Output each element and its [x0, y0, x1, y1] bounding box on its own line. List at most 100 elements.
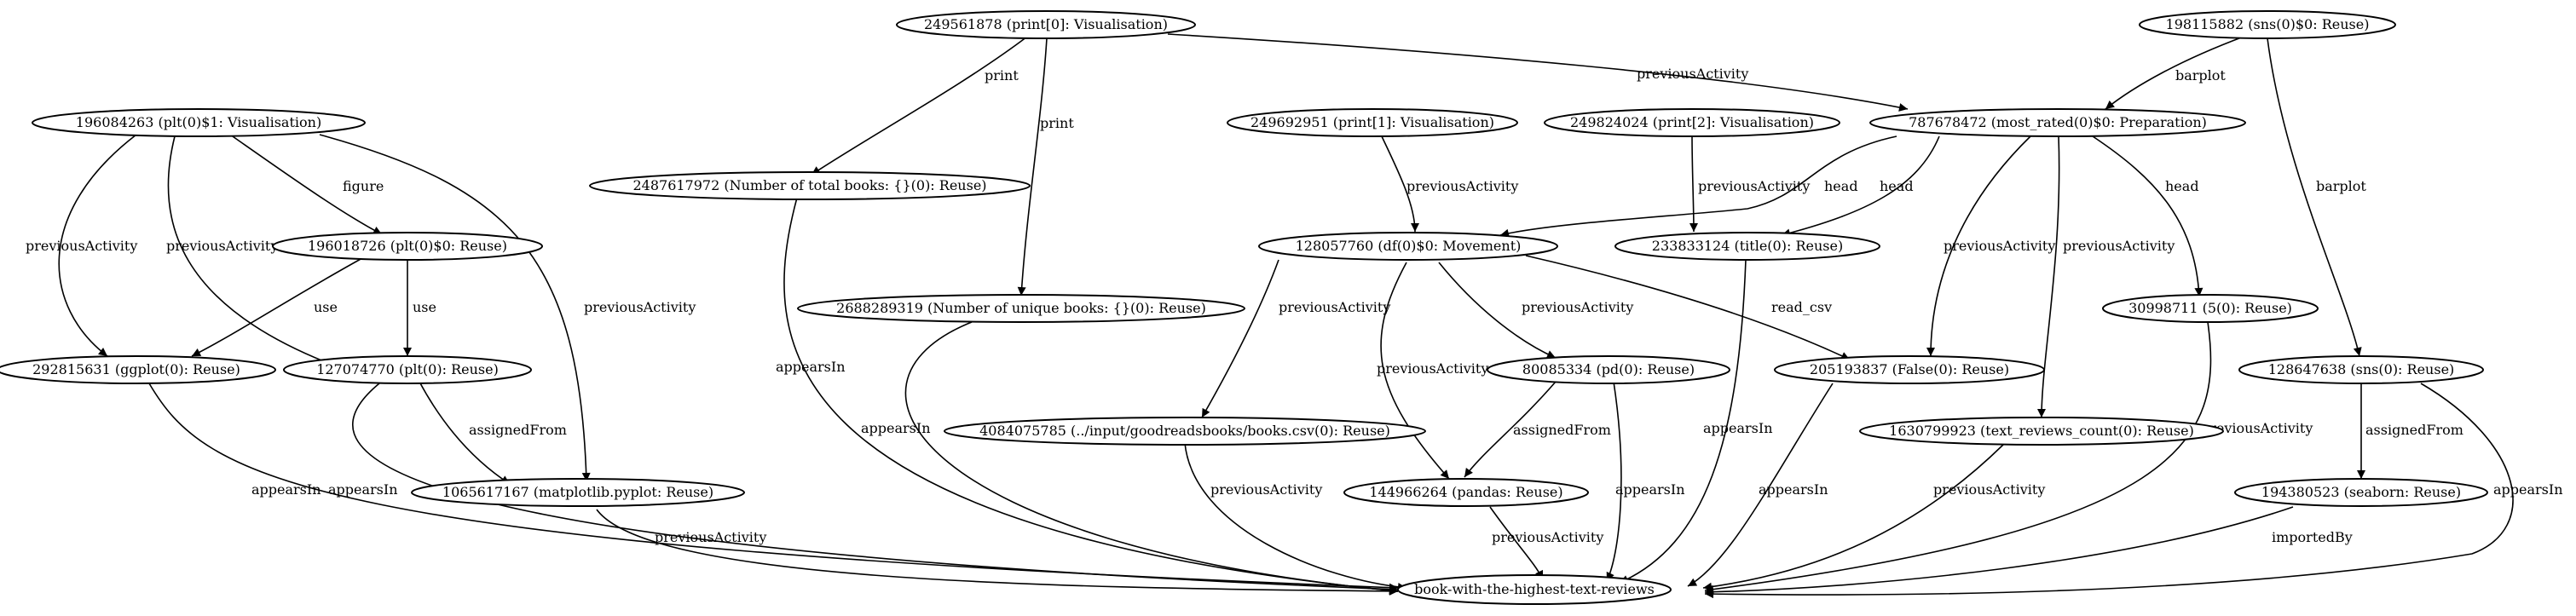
edge-appearsin-n10-n23: appearsIn	[1619, 259, 1773, 584]
node-n1[interactable]: 249561878 (print[0]: Visualisation)	[896, 10, 1196, 39]
edge-label: previousActivity	[1406, 178, 1518, 194]
edge-assignedfrom-n17-n22: assignedFrom	[2357, 382, 2463, 479]
edge-previousactivity-n21-n23: previousActivity	[1489, 506, 1603, 580]
node-n20[interactable]: 1065617167 (matplotlib.pyplot: Reuse)	[411, 478, 745, 507]
edge-previousactivity-n9-n18: previousActivity	[1201, 259, 1390, 418]
node-n8[interactable]: 196018726 (plt(0)$0: Reuse)	[272, 232, 543, 261]
node-n15[interactable]: 80085334 (pd(0): Reuse)	[1487, 355, 1730, 384]
edge-label: previousActivity	[1698, 178, 1810, 194]
svg-text:2487617972 (Number of total bo: 2487617972 (Number of total books: {}(0)…	[632, 177, 986, 193]
edge-figure-n3-n8: figure	[229, 134, 384, 235]
svg-text:198115882 (sns(0)$0: Reuse): 198115882 (sns(0)$0: Reuse)	[2166, 16, 2370, 32]
edge-assignedfrom-n15-n21: assignedFrom	[1464, 381, 1611, 478]
edge-label: previousActivity	[1492, 529, 1603, 545]
node-n22[interactable]: 194380523 (seaborn: Reuse)	[2234, 478, 2488, 507]
node-n23[interactable]: book-with-the-highest-text-reviews	[1397, 574, 1672, 605]
svg-text:80085334 (pd(0): Reuse): 80085334 (pd(0): Reuse)	[1522, 361, 1695, 377]
edge-barplot-n2-n17: barplot	[2267, 37, 2366, 357]
svg-text:787678472 (most_rated(0)$0: Pr: 787678472 (most_rated(0)$0: Preparation)	[1909, 114, 2207, 130]
node-n21[interactable]: 144966264 (pandas: Reuse)	[1343, 478, 1589, 507]
edge-barplot-n2-n7: barplot	[2105, 36, 2244, 110]
svg-text:233833124 (title(0): Reuse): 233833124 (title(0): Reuse)	[1652, 238, 1843, 254]
edge-label: appearsIn	[2493, 481, 2563, 498]
edge-print-n1-n11: print	[1017, 37, 1074, 296]
svg-text:128057760 (df(0)$0: Movement): 128057760 (df(0)$0: Movement)	[1296, 238, 1522, 254]
edge-use-n8-n14: use	[403, 260, 436, 356]
edge-previousactivity-n20-n23: previousActivity	[596, 509, 1399, 596]
node-n16[interactable]: 205193837 (False(0): Reuse)	[1774, 355, 2045, 384]
node-n14[interactable]: 127074770 (plt(0): Reuse)	[283, 355, 532, 384]
svg-text:128647638 (sns(0): Reuse): 128647638 (sns(0): Reuse)	[2268, 361, 2455, 377]
edge-previousactivity-n1-n7: previousActivity	[1167, 33, 1909, 112]
edge-label: appearsIn	[776, 359, 846, 375]
edge-label: appearsIn	[1759, 481, 1828, 498]
edge-label: appearsIn	[1703, 420, 1773, 436]
edge-label: previousActivity	[1279, 299, 1390, 315]
svg-text:30998711 (5(0): Reuse): 30998711 (5(0): Reuse)	[2128, 300, 2292, 316]
edge-label: previousActivity	[1933, 481, 2045, 498]
edge-previousactivity-n6-n10: previousActivity	[1689, 134, 1810, 233]
edge-label: assignedFrom	[469, 422, 567, 438]
svg-text:144966264 (pandas: Reuse): 144966264 (pandas: Reuse)	[1369, 484, 1562, 500]
node-n12[interactable]: 30998711 (5(0): Reuse)	[2102, 294, 2319, 323]
node-n6[interactable]: 249824024 (print[2]: Visualisation)	[1544, 108, 1840, 137]
node-n13[interactable]: 292815631 (ggplot(0): Reuse)	[0, 355, 276, 384]
svg-text:194380523 (seaborn: Reuse): 194380523 (seaborn: Reuse)	[2261, 484, 2461, 500]
svg-text:1630799923 (text_reviews_count: 1630799923 (text_reviews_count(0): Reuse…	[1889, 423, 2194, 439]
edge-label: previousActivity	[1522, 299, 1633, 315]
edge-previousactivity-n7-n19: previousActivity	[2037, 135, 2175, 418]
edge-importedby-n22-n23: importedBy	[1704, 506, 2353, 596]
svg-text:4084075785 (../input/goodreads: 4084075785 (../input/goodreadsbooks/book…	[979, 423, 1390, 439]
svg-text:1065617167 (matplotlib.pyplot:: 1065617167 (matplotlib.pyplot: Reuse)	[442, 484, 713, 500]
edge-label: previousActivity	[2063, 238, 2175, 254]
edge-label: previousActivity	[1944, 238, 2055, 254]
edge-head-n7-n12: head	[2092, 135, 2203, 297]
edge-previousactivity-n3-n14: previousActivity	[166, 135, 338, 368]
node-n17[interactable]: 128647638 (sns(0): Reuse)	[2238, 355, 2484, 384]
edge-readcsv-n9-n16: read_csv	[1525, 255, 1851, 360]
edge-previousactivity-n9-n15: previousActivity	[1438, 262, 1633, 359]
node-n4[interactable]: 2487617972 (Number of total books: {}(0)…	[589, 171, 1031, 200]
edge-label: previousActivity	[1210, 481, 1322, 498]
edge-label: previousActivity	[1637, 66, 1748, 82]
edge-label: read_csv	[1771, 299, 1832, 315]
edge-label: use	[314, 299, 338, 315]
edge-previousactivity-n19-n23: previousActivity	[1702, 444, 2045, 591]
node-n19[interactable]: 1630799923 (text_reviews_count(0): Reuse…	[1859, 417, 2224, 446]
svg-text:249824024 (print[2]: Visualisa: 249824024 (print[2]: Visualisation)	[1570, 114, 1814, 130]
svg-text:book-with-the-highest-text-rev: book-with-the-highest-text-reviews	[1414, 581, 1655, 597]
edge-appearsin-n17-n23: appearsIn	[1704, 383, 2563, 599]
edge-label: barplot	[2316, 178, 2366, 194]
edge-label: appearsIn	[328, 481, 398, 498]
svg-text:127074770 (plt(0): Reuse): 127074770 (plt(0): Reuse)	[316, 361, 499, 377]
edge-label: head	[1824, 178, 1858, 194]
edge-previousactivity-n9-n21: previousActivity	[1377, 262, 1488, 480]
node-n9[interactable]: 128057760 (df(0)$0: Movement)	[1258, 232, 1558, 261]
edge-label: assignedFrom	[2365, 422, 2463, 438]
edge-label: previousActivity	[26, 238, 137, 254]
edge-head-n7-n9: head	[1499, 135, 1897, 238]
edge-label: previousActivity	[1377, 360, 1488, 377]
edge-label: head	[1880, 178, 1914, 194]
svg-text:2688289319 (Number of unique b: 2688289319 (Number of unique books: {}(0…	[836, 300, 1206, 316]
edge-label: use	[413, 299, 436, 315]
edge-label: print	[985, 67, 1019, 83]
svg-text:292815631 (ggplot(0): Reuse): 292815631 (ggplot(0): Reuse)	[32, 361, 240, 377]
edge-label: print	[1040, 115, 1074, 131]
node-n3[interactable]: 196084263 (plt(0)$1: Visualisation)	[32, 108, 366, 137]
edge-previousactivity-n18-n23: previousActivity	[1184, 442, 1407, 591]
svg-text:205193837 (False(0): Reuse): 205193837 (False(0): Reuse)	[1810, 361, 2009, 377]
node-n2[interactable]: 198115882 (sns(0)$0: Reuse)	[2139, 10, 2396, 39]
node-n18[interactable]: 4084075785 (../input/goodreadsbooks/book…	[944, 417, 1426, 446]
edge-label: previousActivity	[655, 529, 766, 545]
edge-previousactivity-n7-n16: previousActivity	[1926, 135, 2055, 357]
node-n10[interactable]: 233833124 (title(0): Reuse)	[1614, 232, 1880, 261]
node-n7[interactable]: 787678472 (most_rated(0)$0: Preparation)	[1869, 108, 2246, 137]
edge-label: appearsIn	[861, 420, 931, 436]
node-n5[interactable]: 249692951 (print[1]: Visualisation)	[1227, 108, 1518, 137]
edge-label: appearsIn	[1615, 481, 1685, 498]
edge-label: appearsIn	[251, 481, 321, 498]
node-n11[interactable]: 2688289319 (Number of unique books: {}(0…	[797, 294, 1245, 323]
edge-label: figure	[343, 178, 384, 194]
